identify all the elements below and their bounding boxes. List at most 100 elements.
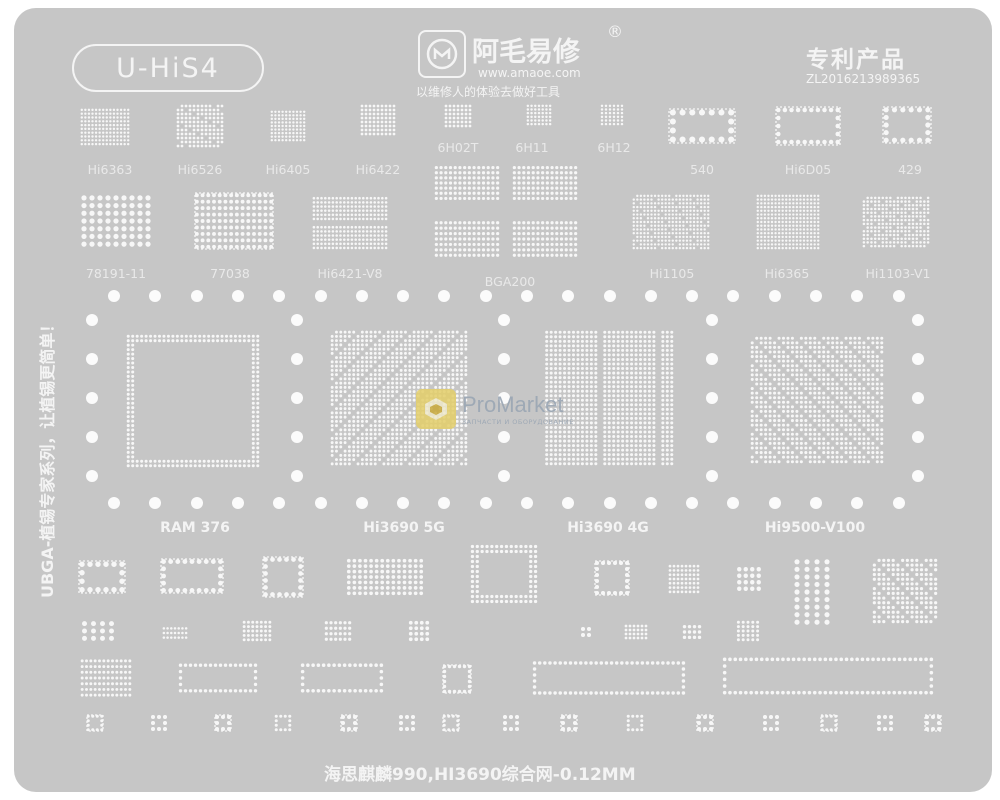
solder-footprint: [756, 194, 820, 250]
alignment-hole: [521, 497, 533, 509]
footprint-label: 6H12: [597, 140, 631, 155]
solder-footprint: [398, 714, 416, 732]
solder-footprint: [360, 104, 396, 136]
solder-footprint: [682, 624, 702, 640]
alignment-hole: [438, 290, 450, 302]
watermark-logo-icon: [416, 389, 456, 429]
alignment-hole: [912, 314, 924, 326]
alignment-hole: [232, 497, 244, 509]
alignment-hole: [86, 353, 98, 365]
footprint-label: 540: [690, 162, 714, 177]
alignment-hole: [315, 497, 327, 509]
footprint-label: Hi1105: [649, 266, 695, 281]
solder-footprint: [580, 626, 592, 638]
alignment-hole: [706, 431, 718, 443]
solder-footprint: [340, 714, 358, 732]
alignment-hole: [356, 290, 368, 302]
footprint-label: Hi6365: [764, 266, 810, 281]
solder-footprint: [330, 330, 468, 466]
solder-footprint: [502, 714, 520, 732]
solder-footprint: [160, 558, 224, 594]
solder-footprint: [214, 714, 232, 732]
solder-footprint: [872, 558, 938, 624]
footprint-label: Hi6363: [87, 162, 133, 177]
chip-label: Hi3690 5G: [363, 520, 445, 536]
alignment-hole: [521, 290, 533, 302]
stencil-spec: 海思麒麟990,HI3690综合网-0.12MM: [324, 765, 636, 785]
alignment-hole: [86, 392, 98, 404]
alignment-hole: [498, 353, 510, 365]
alignment-hole: [769, 497, 781, 509]
alignment-hole: [893, 290, 905, 302]
alignment-hole: [912, 470, 924, 482]
alignment-hole: [562, 290, 574, 302]
footprint-label: Hi6526: [177, 162, 223, 177]
alignment-hole: [86, 470, 98, 482]
solder-footprint: [696, 714, 714, 732]
solder-footprint: [820, 714, 838, 732]
alignment-hole: [86, 431, 98, 443]
alignment-hole: [291, 314, 303, 326]
alignment-hole: [645, 497, 657, 509]
brand-url: www.amaoe.com: [478, 66, 581, 80]
alignment-hole: [706, 314, 718, 326]
solder-footprint: [876, 714, 894, 732]
solder-footprint: [775, 106, 841, 146]
solder-footprint: [444, 104, 472, 128]
model-badge: U-HiS4: [72, 44, 264, 92]
alignment-hole: [480, 497, 492, 509]
registered-mark: ®: [607, 22, 623, 41]
alignment-hole: [604, 497, 616, 509]
solder-footprint: [600, 104, 624, 126]
alignment-hole: [291, 470, 303, 482]
solder-footprint: [78, 560, 126, 594]
solder-footprint: [794, 559, 830, 625]
patent-number: ZL2016213989365: [806, 72, 921, 86]
footprint-label: Hi6405: [265, 162, 311, 177]
chip-label: RAM 376: [160, 520, 230, 536]
solder-footprint: [346, 558, 424, 596]
alignment-hole: [356, 497, 368, 509]
alignment-hole: [191, 290, 203, 302]
alignment-hole: [604, 290, 616, 302]
solder-footprint: [408, 620, 430, 642]
solder-footprint: [722, 657, 934, 695]
footprint-label: 6H11: [515, 140, 549, 155]
alignment-hole: [480, 290, 492, 302]
patent-title: 专利产品: [806, 47, 906, 73]
solder-footprint: [737, 567, 761, 591]
alignment-hole: [706, 353, 718, 365]
watermark-name: ProMarket: [462, 392, 564, 417]
footprint-label: Hi6421-V8: [317, 266, 383, 281]
alignment-hole: [108, 290, 120, 302]
solder-footprint: [81, 195, 151, 247]
solder-footprint: [594, 560, 630, 596]
solder-footprint: [86, 714, 104, 732]
solder-footprint: [862, 196, 930, 248]
solder-footprint: [560, 714, 578, 732]
alignment-hole: [273, 497, 285, 509]
alignment-hole: [686, 497, 698, 509]
solder-footprint: [162, 627, 188, 639]
alignment-hole: [108, 497, 120, 509]
solder-footprint: [545, 330, 674, 466]
alignment-hole: [893, 497, 905, 509]
alignment-hole: [706, 392, 718, 404]
solder-footprint: [270, 110, 306, 142]
solder-footprint: [194, 192, 274, 250]
solder-footprint: [512, 221, 578, 257]
stencil-plate: U-HiS4 阿毛易修 ® www.amaoe.com 以维修人的体验去做好工具…: [14, 8, 992, 792]
alignment-hole: [851, 290, 863, 302]
solder-footprint: [126, 334, 260, 468]
solder-footprint: [80, 659, 132, 697]
alignment-hole: [273, 290, 285, 302]
solder-footprint: [176, 104, 224, 148]
solder-footprint: [150, 714, 168, 732]
alignment-hole: [562, 497, 574, 509]
solder-footprint: [532, 661, 686, 695]
alignment-hole: [86, 314, 98, 326]
footprint-label: 78191-11: [85, 266, 147, 281]
solder-footprint: [750, 336, 884, 464]
footprint-label: BGA200: [484, 274, 536, 289]
solder-footprint: [624, 624, 648, 640]
